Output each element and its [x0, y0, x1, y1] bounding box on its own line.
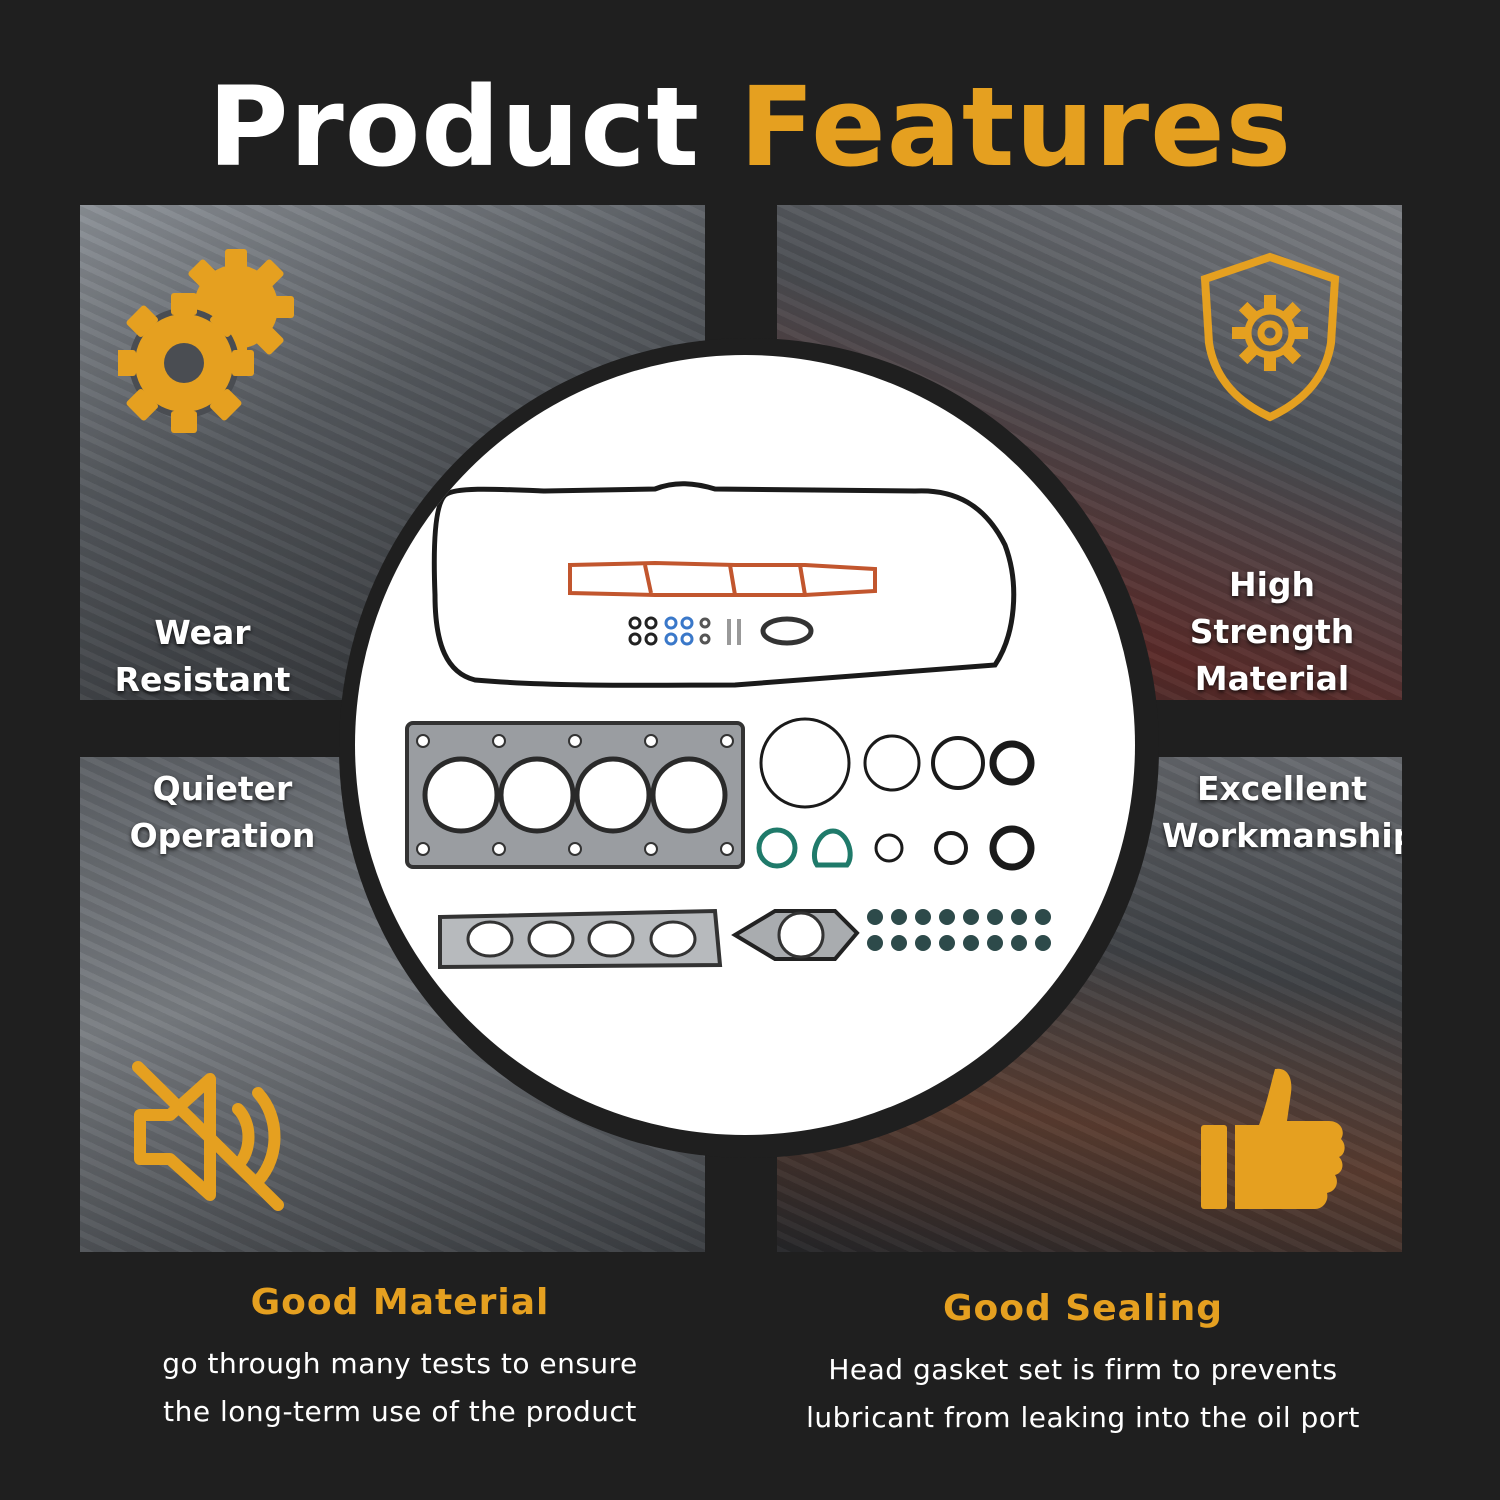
- feature-label-wear-resistant: Wear Resistant: [80, 609, 325, 700]
- page-title: Product Features: [0, 62, 1500, 192]
- title-word-product: Product: [207, 63, 701, 191]
- title-word-features: Features: [739, 63, 1293, 191]
- feature-line: High: [1228, 565, 1316, 604]
- thumbs-up-icon: [1201, 1068, 1345, 1209]
- feature-line: Quieter: [152, 769, 293, 808]
- feature-line: Excellent: [1196, 769, 1368, 808]
- caption-line: go through many tests to ensure: [162, 1347, 638, 1380]
- caption-line: lubricant from leaking into the oil port: [806, 1401, 1360, 1434]
- feature-line: Strength: [1189, 612, 1355, 651]
- feature-line: Workmanship: [1162, 816, 1402, 855]
- shield-gear-icon: [1200, 252, 1340, 422]
- feature-line: Resistant: [114, 660, 291, 699]
- caption-text-good-material: go through many tests to ensure the long…: [80, 1340, 720, 1436]
- muted-speaker-icon: [132, 1061, 284, 1211]
- caption-heading-good-material: Good Material: [250, 1282, 550, 1323]
- caption-line: Head gasket set is firm to prevents: [828, 1353, 1338, 1386]
- feature-line: Material: [1194, 659, 1350, 698]
- feature-line: Wear: [154, 613, 251, 652]
- caption-text-good-sealing: Head gasket set is firm to prevents lubr…: [763, 1346, 1403, 1442]
- gasket-kit-illustration: [405, 481, 1051, 970]
- gasket-kit-product-image: [355, 355, 1135, 1135]
- feature-label-high-strength: High Strength Material: [1157, 561, 1387, 700]
- gears-icon: [118, 249, 294, 433]
- caption-heading-good-sealing: Good Sealing: [942, 1288, 1224, 1329]
- feature-label-quieter-operation: Quieter Operation: [100, 765, 345, 859]
- feature-line: Operation: [129, 816, 316, 855]
- caption-line: the long-term use of the product: [163, 1395, 637, 1428]
- feature-label-excellent-workmanship: Excellent Workmanship: [1162, 765, 1402, 859]
